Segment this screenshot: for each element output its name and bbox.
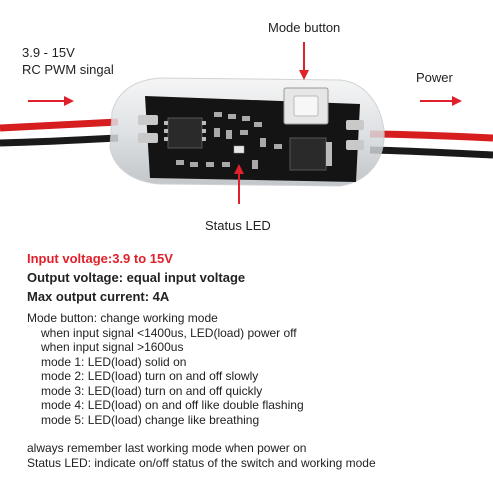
status-led [233, 145, 245, 154]
description-line: when input signal <1400us, LED(load) pow… [41, 325, 297, 340]
description-block: Mode button: change working mode when in… [27, 311, 376, 470]
solder-pad [346, 140, 364, 150]
description-line: when input signal >1600us [41, 340, 184, 354]
solder-pad [346, 120, 364, 130]
solder-pad [138, 115, 158, 125]
description-line: mode 5: LED(load) change like breathing [41, 412, 260, 427]
smd-components [176, 112, 282, 169]
input-signal-type: RC PWM singal [22, 62, 114, 77]
input-voltage-range: 3.9 - 15V [22, 45, 75, 60]
mode-button-label: Mode button [268, 20, 341, 35]
footer-line: always remember last working mode when p… [27, 441, 307, 455]
left-wires [0, 118, 119, 147]
output-voltage-spec: Output voltage: equal input voltage [27, 270, 246, 285]
status-led-label: Status LED [205, 218, 271, 233]
power-arrow [420, 96, 462, 106]
product-photo [0, 42, 493, 204]
description-line: mode 1: LED(load) solid on [41, 354, 187, 369]
mosfet [289, 137, 332, 171]
description-title: Mode button: change working mode [27, 311, 218, 325]
description-line: mode 2: LED(load) turn on and off slowly [41, 369, 259, 383]
max-current-spec: Max output current: 4A [27, 289, 170, 304]
footer-line: Status LED: indicate on/off status of th… [27, 455, 376, 470]
input-arrow [28, 96, 74, 106]
solder-pad [138, 133, 158, 143]
description-line: mode 3: LED(load) turn on and off quickl… [41, 383, 263, 398]
input-label: 3.9 - 15V RC PWM singal [22, 44, 114, 78]
specs-block: Input voltage:3.9 to 15V Output voltage:… [27, 249, 245, 306]
power-label: Power [416, 70, 453, 85]
mode-button-switch [283, 87, 329, 125]
input-voltage-spec: Input voltage:3.9 to 15V [27, 251, 173, 266]
ic-chip [164, 117, 206, 149]
right-wires [369, 130, 493, 159]
mode-button-arrow [299, 42, 309, 80]
description-line: mode 4: LED(load) on and off like double… [41, 398, 304, 412]
status-led-arrow [234, 164, 244, 204]
